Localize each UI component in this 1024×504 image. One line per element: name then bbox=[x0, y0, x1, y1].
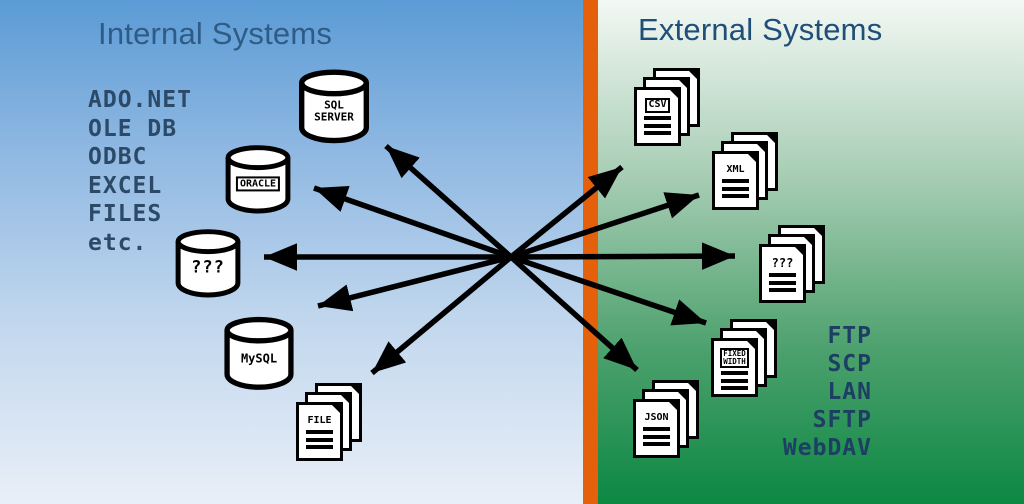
document-text-lines bbox=[715, 179, 756, 198]
internal-title: Internal Systems bbox=[98, 16, 333, 51]
database-cylinder-icon bbox=[299, 69, 369, 144]
document-text-lines bbox=[714, 371, 755, 391]
document-text-lines bbox=[636, 427, 677, 446]
tech-list-item: FILES bbox=[88, 201, 163, 227]
database-sqlserver: SQL SERVER bbox=[295, 66, 373, 146]
document-text-lines bbox=[762, 273, 803, 293]
document-page-icon: JSON bbox=[633, 399, 680, 458]
external-title: External Systems bbox=[638, 12, 883, 47]
document-text-lines bbox=[299, 430, 340, 449]
doc-stack-fixedwidth: FIXED WIDTH bbox=[711, 319, 777, 397]
database-cylinder-icon bbox=[224, 316, 294, 390]
doc-stack-label: JSON bbox=[644, 412, 669, 423]
doc-stack-json: JSON bbox=[633, 380, 699, 458]
doc-stack-label: ??? bbox=[771, 256, 794, 270]
doc-stack-file: FILE bbox=[296, 383, 362, 461]
doc-stack-label: FIXED WIDTH bbox=[720, 348, 749, 368]
doc-stack-xml: XML bbox=[712, 132, 778, 210]
database-oracle: ORACLE bbox=[222, 142, 294, 216]
doc-stack-label: XML bbox=[726, 164, 745, 175]
tech-list-item: EXCEL bbox=[88, 172, 163, 199]
tech-list-item: etc. bbox=[88, 229, 148, 256]
doc-stack-csv: CSV bbox=[634, 68, 700, 146]
protocol-list-item: SFTP bbox=[812, 407, 872, 433]
tech-list-item: ADO.NET bbox=[88, 87, 192, 113]
document-page-icon: FIXED WIDTH bbox=[711, 338, 758, 397]
database-label: SQL SERVER bbox=[314, 98, 354, 124]
external-protocol-list: FTP SCP LAN SFTP WebDAV bbox=[736, 322, 872, 462]
internal-tech-list: ADO.NET OLE DB ODBC EXCEL FILES etc. bbox=[88, 86, 192, 257]
divider-bar bbox=[583, 0, 598, 504]
database-label: MySQL bbox=[240, 350, 278, 365]
tech-list-item: ODBC bbox=[88, 144, 148, 170]
doc-stack-label: CSV bbox=[645, 98, 670, 113]
database-label: ORACLE bbox=[235, 176, 281, 192]
doc-stack-unknown: ??? bbox=[759, 225, 825, 303]
database-cylinder-icon bbox=[175, 229, 241, 298]
document-page-icon: ??? bbox=[759, 244, 806, 303]
protocol-list-item: LAN bbox=[827, 379, 872, 405]
database-label: ??? bbox=[191, 257, 225, 278]
document-text-lines bbox=[637, 116, 678, 135]
database-mysql: MySQL bbox=[221, 313, 297, 393]
protocol-list-item: WebDAV bbox=[782, 435, 872, 461]
document-page-icon: FILE bbox=[296, 402, 343, 461]
doc-stack-label: FILE bbox=[307, 415, 332, 426]
document-page-icon: XML bbox=[712, 151, 759, 210]
database-unknown: ??? bbox=[172, 226, 244, 300]
protocol-list-item: SCP bbox=[827, 351, 872, 377]
protocol-list-item: FTP bbox=[827, 323, 872, 349]
document-page-icon: CSV bbox=[634, 87, 681, 146]
tech-list-item: OLE DB bbox=[88, 115, 178, 142]
